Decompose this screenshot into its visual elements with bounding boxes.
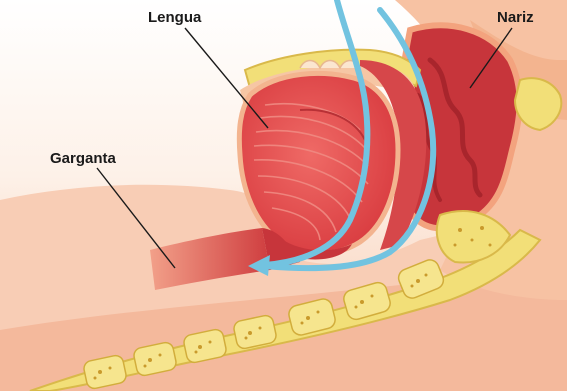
label-garganta: Garganta	[50, 150, 117, 167]
label-nariz: Nariz	[497, 9, 534, 26]
upper-teeth	[300, 61, 360, 69]
tongue	[239, 73, 398, 253]
label-lengua: Lengua	[148, 9, 202, 26]
